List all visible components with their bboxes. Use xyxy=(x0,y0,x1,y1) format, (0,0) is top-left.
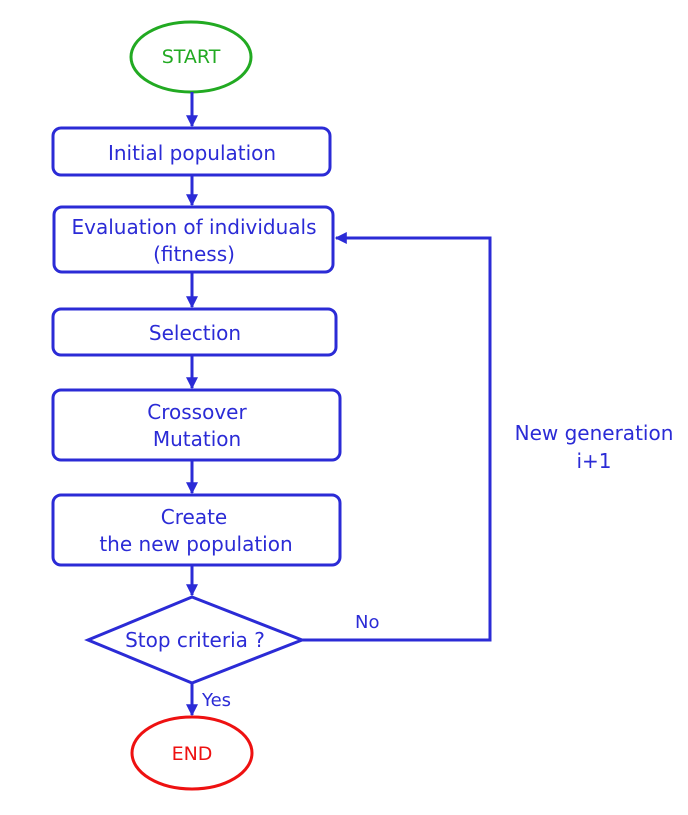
selection-label: Selection xyxy=(149,321,241,345)
mutation-label: Mutation xyxy=(153,427,241,451)
start-label: START xyxy=(162,46,221,68)
stop-criteria-decision: Stop criteria ? xyxy=(84,595,307,685)
create-label-line2: the new population xyxy=(99,532,292,556)
start-terminal: START xyxy=(129,20,253,94)
selection-step: Selection xyxy=(51,307,338,357)
yes-edge-label: Yes xyxy=(201,690,231,711)
stop-criteria-label: Stop criteria ? xyxy=(125,628,265,652)
no-edge-label: No xyxy=(355,612,379,633)
evaluation-label-line1: Evaluation of individuals xyxy=(72,215,317,239)
arrow-loop-back-to-evaluation xyxy=(302,232,492,642)
end-terminal: END xyxy=(130,715,254,791)
new-generation-label: New generation xyxy=(515,421,674,445)
crossover-label: Crossover xyxy=(147,400,247,424)
create-population-step: Create the new population xyxy=(51,493,342,567)
create-label-line1: Create xyxy=(161,505,227,529)
generation-index-label: i+1 xyxy=(576,449,611,473)
end-label: END xyxy=(172,743,213,765)
initial-population-step: Initial population xyxy=(51,126,332,177)
evaluation-step: Evaluation of individuals (fitness) xyxy=(52,205,335,274)
crossover-mutation-step: Crossover Mutation xyxy=(51,388,342,462)
initial-population-label: Initial population xyxy=(108,141,276,165)
evaluation-label-line2: (fitness) xyxy=(153,242,235,266)
